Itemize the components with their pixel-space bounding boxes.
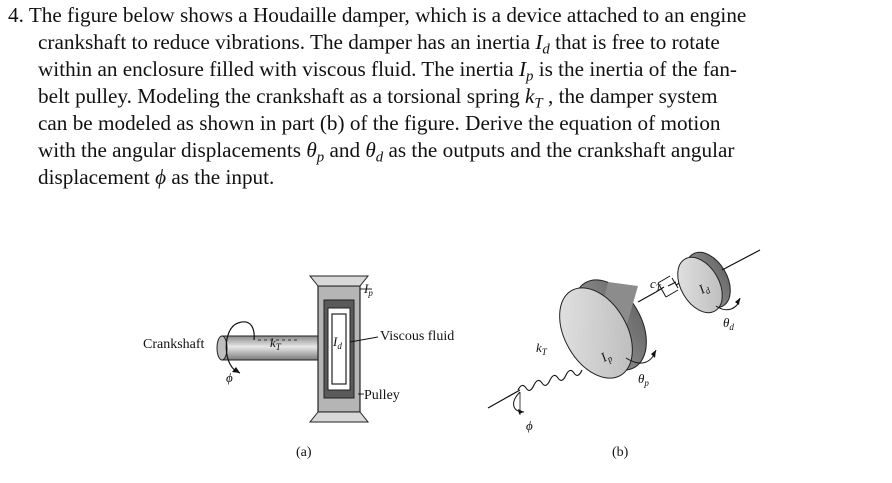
Ip-label-a: Ip bbox=[363, 281, 373, 298]
kT-label-b: kT bbox=[536, 340, 548, 357]
problem-line-1: 4. The figure below shows a Houdaille da… bbox=[8, 3, 747, 27]
problem-line-7: displacement ϕ as the input. bbox=[38, 165, 275, 189]
damper-inertia bbox=[331, 313, 347, 385]
theta-d-label: θd bbox=[723, 315, 734, 332]
phi-label-a: ϕ bbox=[226, 370, 233, 385]
theta-p-label: θp bbox=[638, 371, 649, 388]
pulley-label: Pulley bbox=[364, 388, 400, 403]
Id-label-a: Id bbox=[332, 334, 342, 351]
figure-part-a: Crankshaft kT Id Ip Viscous fluid Pulley… bbox=[143, 275, 454, 460]
figure-part-b: kT Ip cT Id θd θp ϕ (b) bbox=[487, 249, 761, 460]
problem-line-5: can be modeled as shown in part (b) of t… bbox=[38, 111, 721, 135]
crankshaft-label: Crankshaft bbox=[143, 337, 205, 352]
problem-statement: 4. The figure below shows a Houdaille da… bbox=[8, 2, 878, 191]
problem-line-2: crankshaft to reduce vibrations. The dam… bbox=[38, 30, 720, 58]
viscous-damper-cT bbox=[655, 275, 689, 298]
kT-label-a: kT bbox=[270, 335, 282, 352]
caption-a: (a) bbox=[296, 445, 312, 460]
problem-line-3: within an enclosure filled with viscous … bbox=[38, 57, 737, 85]
caption-b: (b) bbox=[612, 445, 629, 460]
damper-disk-Id bbox=[677, 251, 731, 314]
problem-line-6: with the angular displacements θp and θd… bbox=[38, 138, 735, 166]
phi-label-b: ϕ bbox=[526, 418, 533, 433]
houdaille-damper-figure: Crankshaft kT Id Ip Viscous fluid Pulley… bbox=[143, 249, 761, 460]
crankshaft-end bbox=[216, 335, 228, 361]
cT-label-b: cT bbox=[650, 276, 662, 293]
torsional-spring-kT bbox=[517, 369, 583, 391]
shaft-axis-b bbox=[487, 389, 521, 409]
pulley-disk-Ip bbox=[559, 279, 647, 379]
problem-number: 4. bbox=[8, 3, 24, 27]
problem-line-4: belt pulley. Modeling the crankshaft as … bbox=[38, 84, 718, 112]
viscous-fluid-label: Viscous fluid bbox=[380, 329, 454, 344]
